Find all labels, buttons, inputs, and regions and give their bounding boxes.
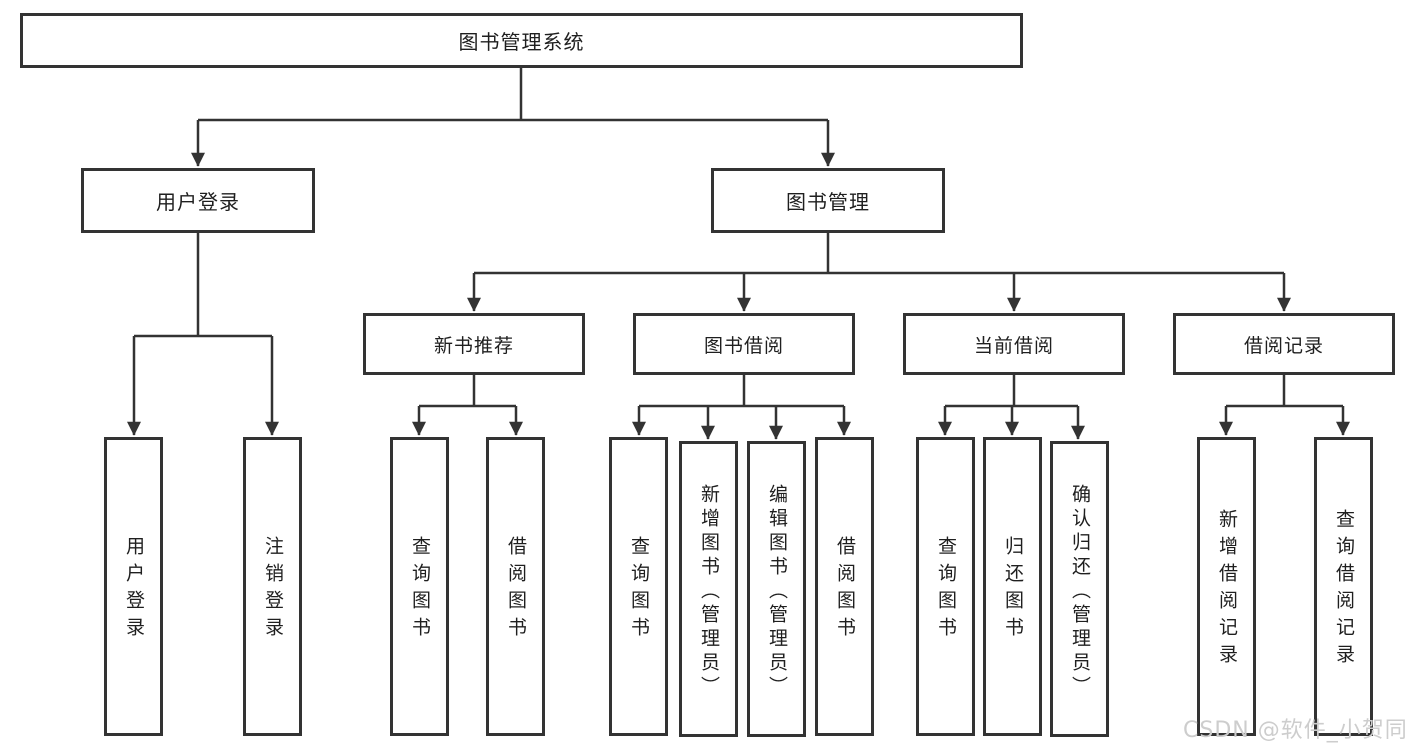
node-borrow-record: 借阅记录: [1173, 313, 1395, 375]
node-library-management-system: 图书管理系统: [20, 13, 1023, 68]
leaf-query-books-recommend: 查询图书: [390, 437, 449, 736]
leaf-confirm-return-admin: 确认归还（管理员）: [1050, 441, 1109, 737]
node-book-management: 图书管理: [711, 168, 945, 233]
leaf-add-borrow-record: 新增借阅记录: [1197, 437, 1256, 736]
leaf-logout: 注销登录: [243, 437, 302, 736]
leaf-return-books: 归还图书: [983, 437, 1042, 736]
leaf-query-borrow-record: 查询借阅记录: [1314, 437, 1373, 736]
leaf-edit-books-admin: 编辑图书（管理员）: [747, 441, 806, 737]
leaf-borrow-books: 借阅图书: [815, 437, 874, 736]
csdn-watermark: CSDN @软件_小贺同学: [1183, 718, 1405, 743]
node-book-borrow: 图书借阅: [633, 313, 855, 375]
leaf-query-books-current: 查询图书: [916, 437, 975, 736]
leaf-add-books-admin: 新增图书（管理员）: [679, 441, 738, 737]
leaf-user-login: 用户登录: [104, 437, 163, 736]
node-user-login: 用户登录: [81, 168, 315, 233]
leaf-borrow-books-recommend: 借阅图书: [486, 437, 545, 736]
leaf-query-books-borrow: 查询图书: [609, 437, 668, 736]
node-new-book-recommend: 新书推荐: [363, 313, 585, 375]
node-current-borrow: 当前借阅: [903, 313, 1125, 375]
